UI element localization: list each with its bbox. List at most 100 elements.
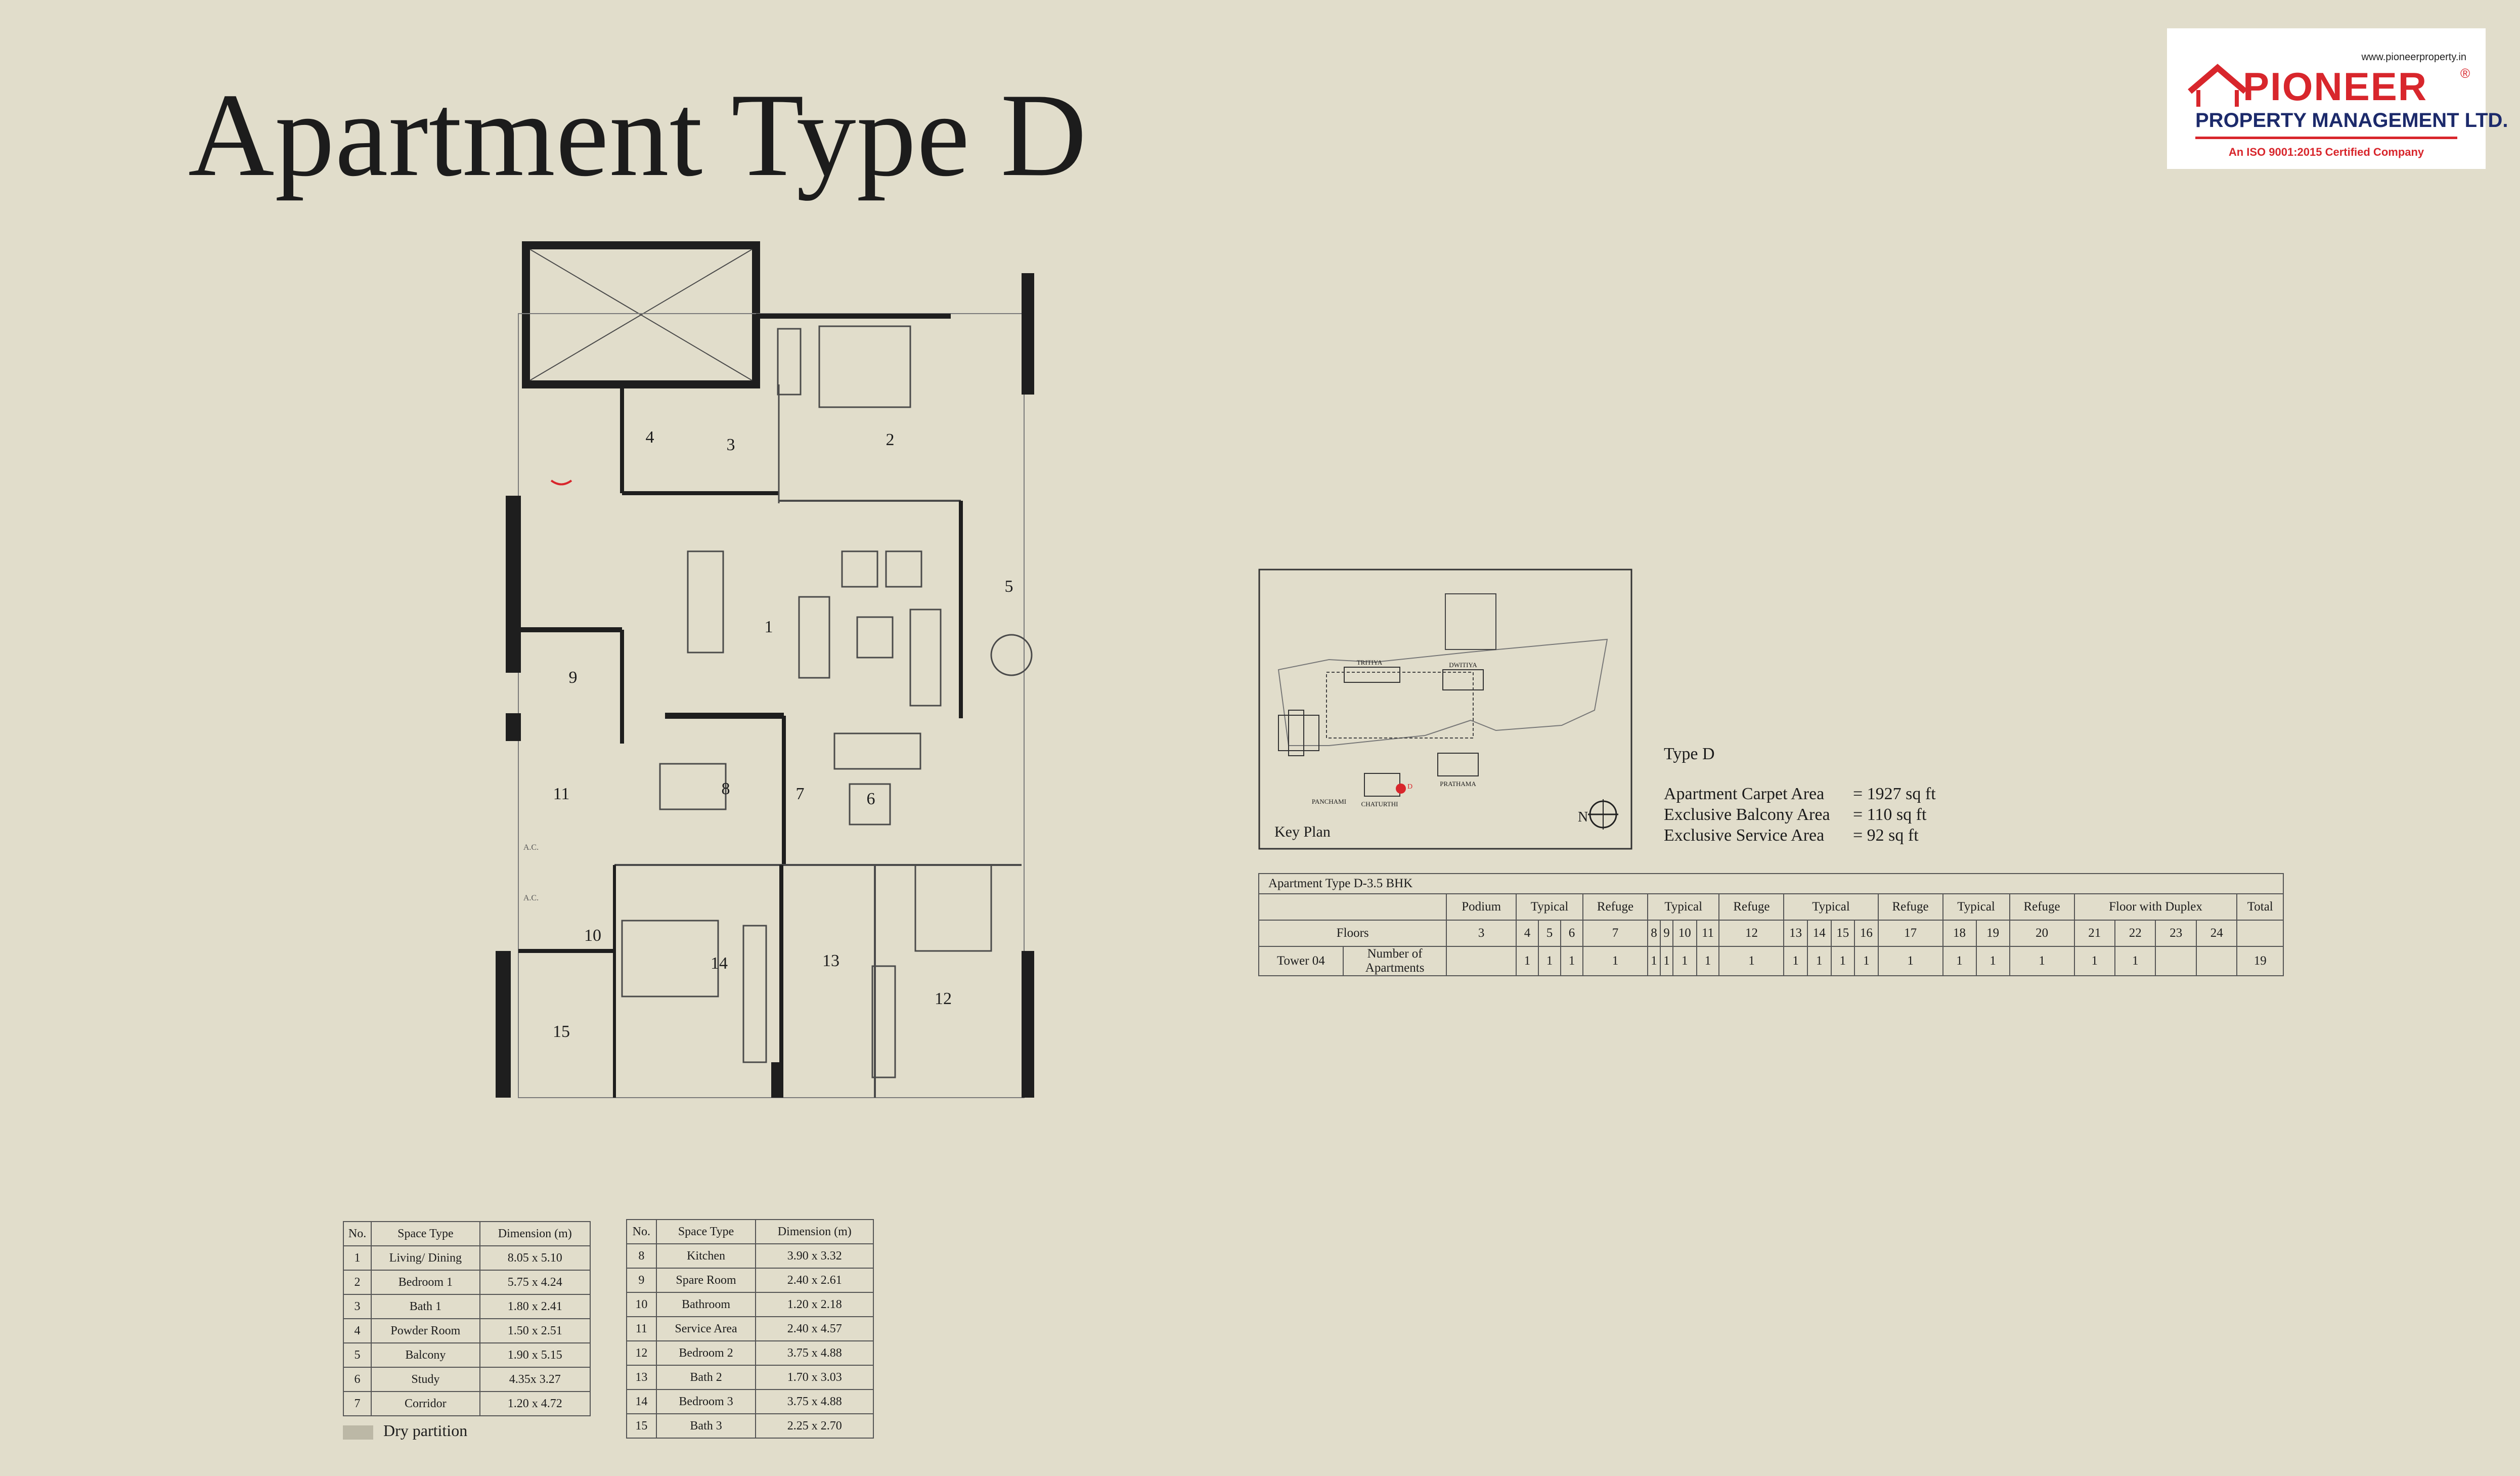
count-label-line: Number of <box>1367 947 1423 961</box>
floor-number: 16 <box>1854 920 1879 947</box>
floors-caption: Apartment Type D-3.5 BHK <box>1258 873 2284 894</box>
space-cell: 1.50 x 2.51 <box>479 1318 591 1343</box>
logo-iso-text: An ISO 9001:2015 Certified Company <box>2228 146 2424 158</box>
tower-label: Tower 04 <box>1258 946 1344 976</box>
room-label-4: 4 <box>646 428 654 447</box>
floor-number: 7 <box>1582 920 1648 947</box>
room-label-15: 15 <box>553 1022 570 1041</box>
floor-number: 5 <box>1537 920 1561 947</box>
apartment-total: 19 <box>2236 946 2284 976</box>
space-cell: 1 <box>342 1245 372 1271</box>
space-cell: Kitchen <box>655 1243 757 1269</box>
apartment-count: 1 <box>2114 946 2156 976</box>
space-cell: Bedroom 3 <box>655 1389 757 1414</box>
dry-partition-swatch <box>343 1425 373 1440</box>
apartment-count <box>2195 946 2238 976</box>
space-cell: 11 <box>626 1316 657 1341</box>
room-label-5: 5 <box>1005 577 1013 596</box>
space-cell: Balcony <box>371 1342 480 1368</box>
floor-number: 20 <box>2009 920 2075 947</box>
space-cell: 1.70 x 3.03 <box>755 1365 874 1390</box>
floor-group-header: Refuge <box>1877 893 1943 921</box>
space-cell: 4.35x 3.27 <box>479 1367 591 1392</box>
tower-label-tritiya: TRITIYA <box>1357 659 1383 666</box>
space-cell: 12 <box>626 1340 657 1366</box>
floor-number: 24 <box>2195 920 2238 947</box>
floor-number: 9 <box>1659 920 1673 947</box>
space-cell: Bedroom 2 <box>655 1340 757 1366</box>
room-label-14: 14 <box>711 954 728 973</box>
space-cell: 8 <box>626 1243 657 1269</box>
space-cell: Spare Room <box>655 1268 757 1293</box>
floor-group-header: Typical <box>1783 893 1879 921</box>
space-cell: Study <box>371 1367 480 1392</box>
floor-number: 8 <box>1647 920 1661 947</box>
space-cell: 3 <box>342 1294 372 1319</box>
space-cell: 5 <box>342 1342 372 1368</box>
legend: Dry partition <box>343 1421 467 1440</box>
floor-number: 10 <box>1672 920 1697 947</box>
unit-marker-label: D <box>1407 783 1412 791</box>
apartment-count: 1 <box>1659 946 1673 976</box>
room-label-12: 12 <box>935 989 952 1008</box>
logo-company-name: PROPERTY MANAGEMENT LTD. <box>2195 109 2508 132</box>
logo-registered-mark: ® <box>2460 66 2470 81</box>
room-label-10: 10 <box>584 926 601 945</box>
entry-marker <box>550 480 572 486</box>
apartment-count: 1 <box>1672 946 1697 976</box>
space-header: Dimension (m) <box>755 1219 874 1244</box>
floor-group-header: Typical <box>1647 893 1720 921</box>
space-cell: 1.20 x 2.18 <box>755 1292 874 1317</box>
floor-number: 15 <box>1830 920 1855 947</box>
apartment-count: 1 <box>2073 946 2116 976</box>
space-cell: 10 <box>626 1292 657 1317</box>
space-cell: 2.40 x 2.61 <box>755 1268 874 1293</box>
apartment-count: 1 <box>1582 946 1648 976</box>
space-header: No. <box>342 1221 372 1246</box>
space-cell: 2 <box>342 1270 372 1295</box>
apartment-count: 1 <box>1560 946 1584 976</box>
space-cell: 9 <box>626 1268 657 1293</box>
floor-group-header: Typical <box>1515 893 1584 921</box>
apartment-count: 1 <box>1975 946 2010 976</box>
floor-group-header: Refuge <box>1582 893 1648 921</box>
logo-brand: PIONEER <box>2243 64 2428 109</box>
house-roof-icon <box>2188 64 2247 107</box>
apartment-count <box>2155 946 2197 976</box>
apartment-count <box>1446 946 1517 976</box>
ac-label-1: A.C. <box>523 843 539 852</box>
space-cell: Bath 3 <box>655 1413 757 1439</box>
room-label-13: 13 <box>822 951 839 970</box>
apartment-count: 1 <box>1537 946 1561 976</box>
apartment-count: 1 <box>1696 946 1720 976</box>
tower-label-dwitiya: DWITIYA <box>1449 661 1477 669</box>
floor-number: 12 <box>1718 920 1785 947</box>
tower-label-panchami: PANCHAMI <box>1312 798 1346 805</box>
area-row: Apartment Carpet Area= 1927 sq ft <box>1664 785 1936 803</box>
apartment-count: 1 <box>1942 946 1977 976</box>
floor-number: 23 <box>2155 920 2197 947</box>
space-cell: Service Area <box>655 1316 757 1341</box>
area-row: Exclusive Service Area= 92 sq ft <box>1664 826 1919 845</box>
tower-label-chaturthi: CHATURTHI <box>1361 800 1398 808</box>
space-cell: 4 <box>342 1318 372 1343</box>
space-cell: 1.20 x 4.72 <box>479 1391 591 1416</box>
floor-number: 18 <box>1942 920 1977 947</box>
floor-group-header: Floor with Duplex <box>2073 893 2238 921</box>
tower-label-prathama: PRATHAMA <box>1440 780 1476 788</box>
space-cell: 5.75 x 4.24 <box>479 1270 591 1295</box>
space-cell: 1.90 x 5.15 <box>479 1342 591 1368</box>
space-header: Space Type <box>371 1221 480 1246</box>
key-plan: TRITIYA DWITIYA PANCHAMI CHATURTHI PRATH… <box>1258 569 1632 852</box>
floor-number: 17 <box>1877 920 1943 947</box>
space-cell: Powder Room <box>371 1318 480 1343</box>
